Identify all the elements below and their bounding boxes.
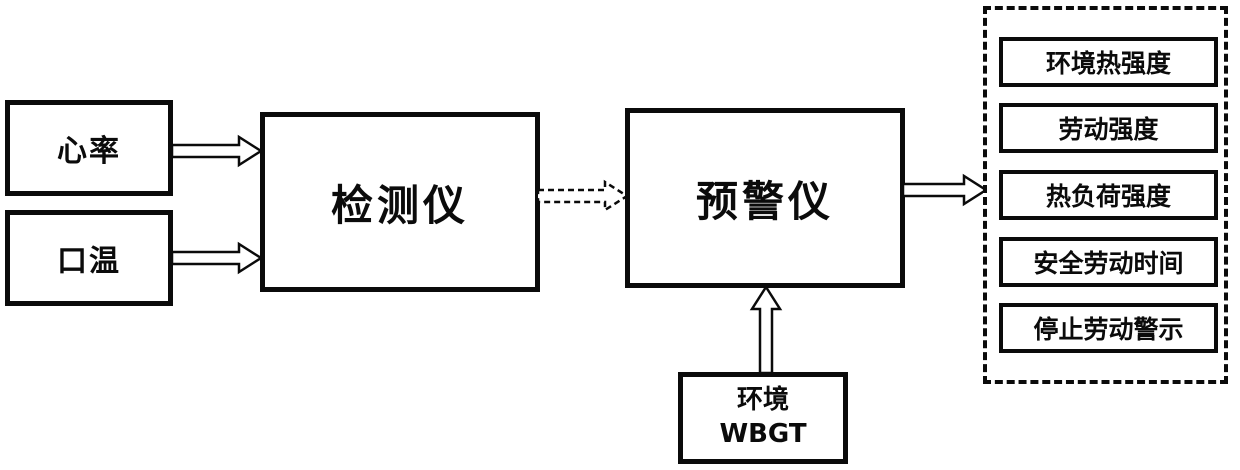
output-box-stop-labor-warning: 停止劳动警示 — [999, 303, 1218, 353]
dashed-arrow-right-icon — [537, 179, 629, 213]
wbgt-box: 环境 WBGT — [678, 372, 848, 464]
output-label: 安全劳动时间 — [1033, 249, 1184, 278]
output-label: 劳动强度 — [1058, 115, 1159, 144]
output-box-heat-load-intensity: 热负荷强度 — [999, 170, 1218, 220]
input-label-heart-rate: 心率 — [57, 134, 121, 169]
wbgt-label-line1: 环境 — [736, 385, 789, 416]
warner-box: 预警仪 — [625, 108, 905, 288]
arrow-right-icon — [902, 173, 988, 207]
output-box-labor-intensity: 劳动强度 — [999, 103, 1218, 153]
input-label-oral-temp: 口温 — [57, 244, 121, 279]
arrow-right-icon — [171, 241, 263, 275]
output-label: 环境热强度 — [1045, 49, 1171, 78]
output-box-env-heat-intensity: 环境热强度 — [999, 37, 1218, 87]
wbgt-label-line2: WBGT — [719, 419, 807, 449]
detector-label: 检测仪 — [330, 180, 469, 230]
input-box-oral-temp: 口温 — [5, 210, 173, 306]
detector-box: 检测仪 — [260, 112, 540, 292]
outputs-group: 环境热强度 劳动强度 热负荷强度 安全劳动时间 停止劳动警示 — [983, 6, 1228, 384]
input-box-heart-rate: 心率 — [5, 100, 173, 196]
output-box-safe-labor-time: 安全劳动时间 — [999, 237, 1218, 287]
warner-label: 预警仪 — [695, 176, 834, 226]
arrow-right-icon — [171, 134, 263, 168]
output-label: 热负荷强度 — [1045, 182, 1171, 211]
output-label: 停止劳动警示 — [1033, 315, 1184, 344]
arrow-up-icon — [749, 285, 783, 375]
